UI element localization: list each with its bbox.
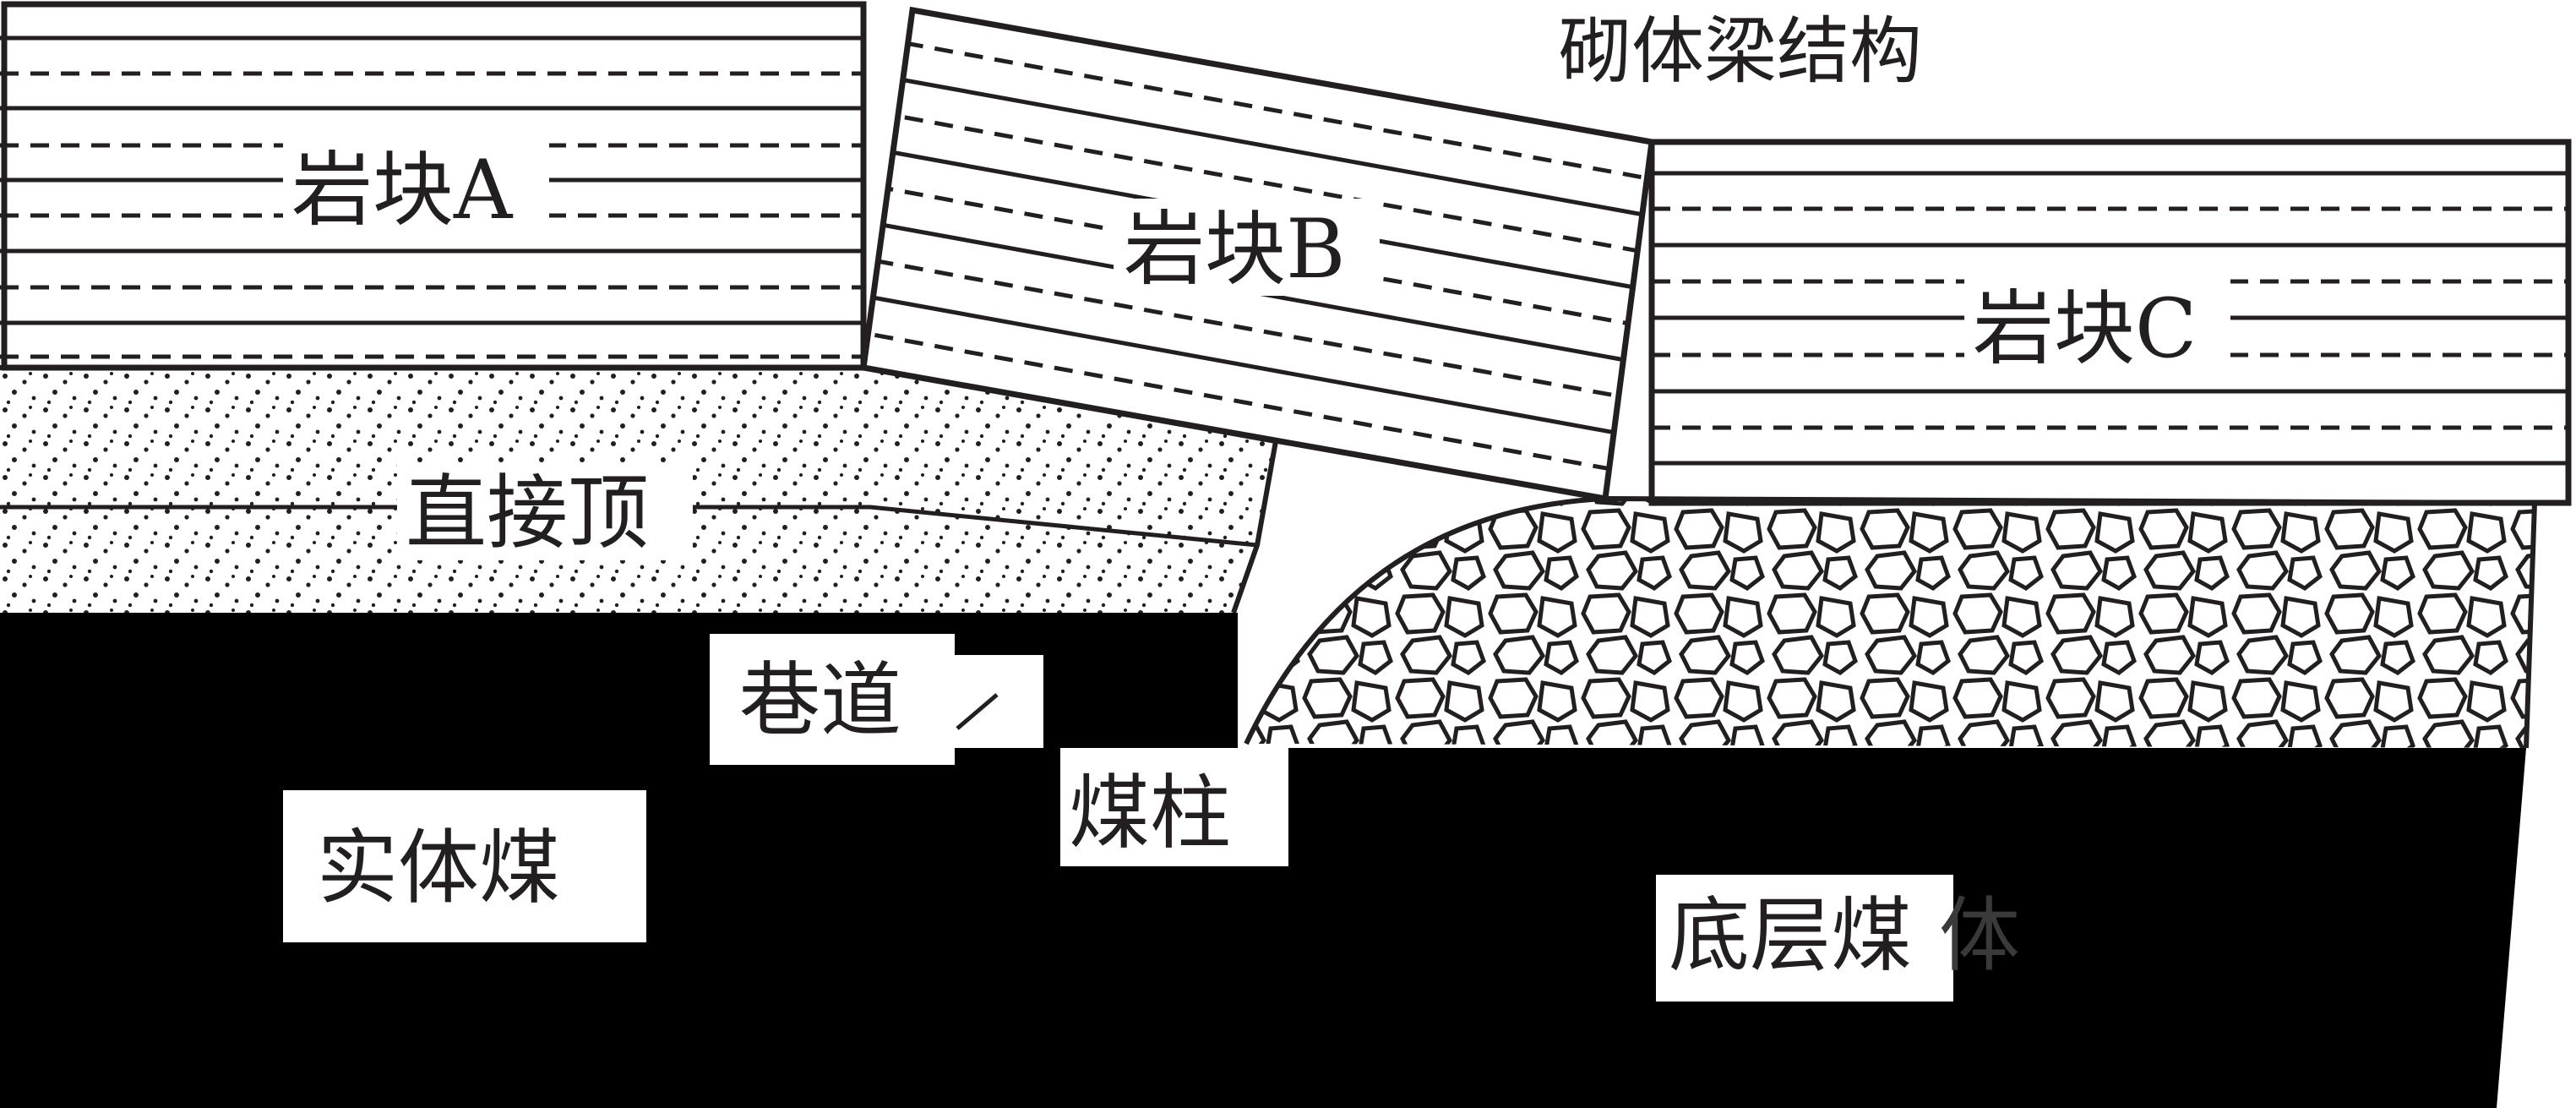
coal-pillar-label: 煤柱 (1069, 766, 1231, 860)
roadway-label: 巷道 (739, 653, 901, 748)
rock-block-a-label: 岩块A (291, 143, 514, 237)
diagram-title: 砌体梁结构 (1559, 9, 1922, 94)
bottom-coal-label-tail: 体 (1939, 888, 2020, 983)
rock-block-c-label: 岩块C (1973, 281, 2197, 376)
immediate-roof-label: 直接顶 (406, 466, 649, 560)
roadway-opening (950, 655, 1043, 748)
caved-rubble-zone (1244, 495, 2538, 749)
bottom-coal-label: 底层煤 (1669, 888, 1912, 983)
rock-block-b-label: 岩块B (1124, 202, 1346, 297)
solid-coal-label: 实体煤 (317, 821, 560, 915)
